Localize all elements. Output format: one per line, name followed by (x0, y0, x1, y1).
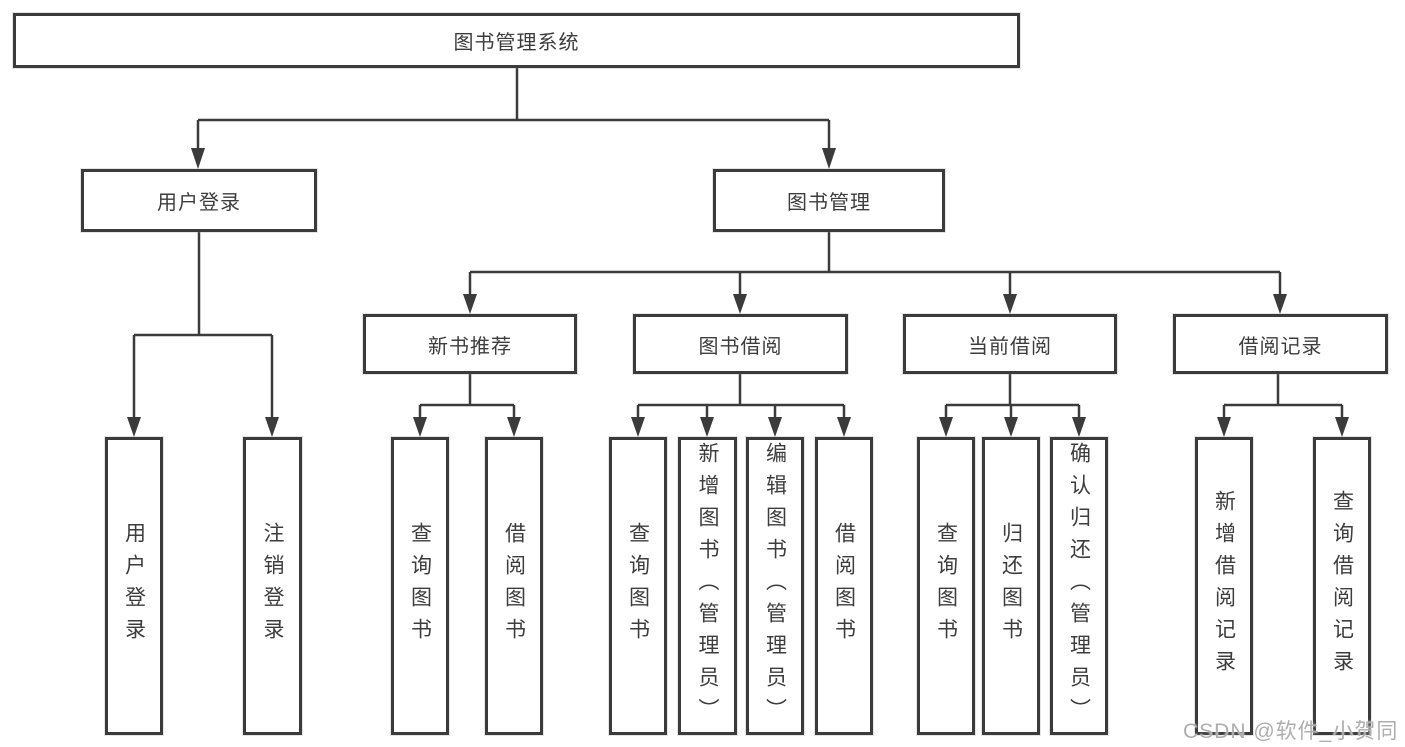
node-label: 当前借阅 (968, 335, 1052, 358)
node-label: 新书推荐 (428, 335, 512, 358)
leaf-label: 确认归还（管理员） (1067, 442, 1091, 730)
leaf-label: 归还图书 (999, 522, 1023, 650)
node-system-root: 图书管理系统 (13, 13, 1020, 68)
leaf-logout: 注销登录 (243, 437, 302, 735)
node-label: 图书管理系统 (453, 32, 580, 54)
leaf-return-books: 归还图书 (982, 437, 1040, 735)
node-label: 图书借阅 (698, 335, 783, 358)
node-book-borrow: 图书借阅 (633, 314, 848, 374)
arrowheads (127, 148, 1349, 437)
leaf-borrow-books: 借阅图书 (815, 437, 873, 735)
leaf-label: 借阅图书 (832, 522, 856, 650)
leaf-label: 新增图书（管理员） (696, 442, 719, 730)
leaf-label: 注销登录 (261, 522, 284, 650)
leaf-query-books-current: 查询图书 (917, 437, 975, 735)
leaf-label: 查询图书 (626, 522, 650, 650)
leaf-query-books-recommend: 查询图书 (391, 437, 449, 735)
leaf-edit-books-admin: 编辑图书（管理员） (746, 437, 804, 735)
node-label: 借阅记录 (1238, 335, 1323, 358)
node-borrow-records: 借阅记录 (1173, 314, 1388, 374)
node-book-management: 图书管理 (713, 169, 945, 232)
leaf-label: 查询图书 (408, 522, 432, 650)
csdn-watermark: CSDN @软件_小贺同学 (1183, 720, 1399, 743)
leaf-user-login: 用户登录 (105, 437, 163, 735)
leaf-label: 借阅图书 (502, 522, 526, 650)
node-label: 图书管理 (787, 192, 871, 214)
leaf-label: 查询图书 (934, 522, 958, 650)
leaf-label: 用户登录 (122, 522, 146, 650)
leaf-query-borrow-record: 查询借阅记录 (1313, 437, 1371, 735)
node-label: 用户登录 (157, 192, 241, 214)
node-current-borrow: 当前借阅 (903, 314, 1117, 374)
leaf-confirm-return-admin: 确认归还（管理员） (1050, 437, 1108, 735)
node-new-book-recommend: 新书推荐 (363, 314, 577, 374)
leaf-label: 新增借阅记录 (1212, 490, 1236, 682)
leaf-label: 查询借阅记录 (1330, 490, 1354, 682)
leaf-add-books-admin: 新增图书（管理员） (678, 437, 737, 735)
leaf-borrow-books-recommend: 借阅图书 (485, 437, 543, 735)
leaf-add-borrow-record: 新增借阅记录 (1195, 437, 1253, 735)
leaf-label: 编辑图书（管理员） (763, 442, 787, 730)
leaf-query-books-borrow: 查询图书 (609, 437, 667, 735)
node-user-login: 用户登录 (81, 169, 317, 232)
